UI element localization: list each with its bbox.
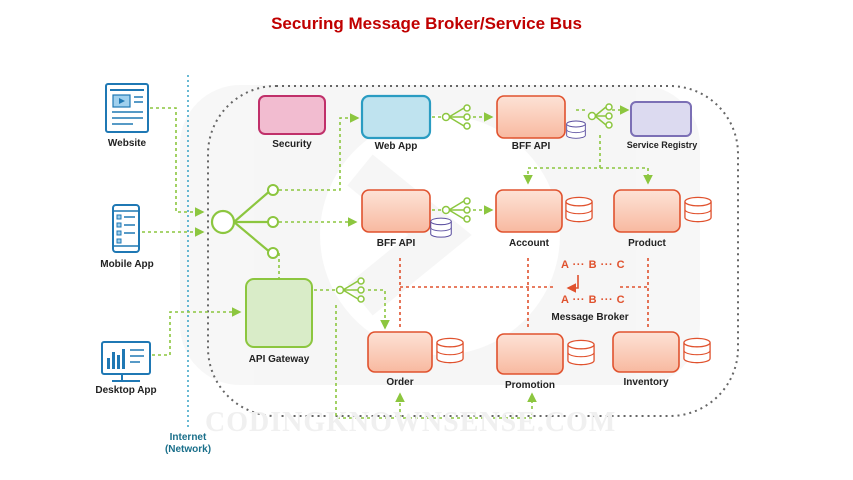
client-connections bbox=[142, 107, 242, 356]
fan-out-icon-gateway bbox=[335, 277, 365, 303]
order-box bbox=[367, 331, 433, 373]
inventory-label: Inventory bbox=[623, 377, 669, 388]
promotion-box bbox=[496, 333, 564, 375]
service-registry-box bbox=[630, 101, 692, 137]
web-app-box bbox=[360, 94, 432, 140]
product-box bbox=[613, 189, 681, 233]
page-title: Securing Message Broker/Service Bus bbox=[271, 14, 582, 33]
broker-arrow bbox=[566, 275, 579, 293]
desktop-app-label: Desktop App bbox=[95, 385, 157, 396]
bff-api-top-label: BFF API bbox=[511, 141, 551, 152]
account-box bbox=[495, 189, 563, 233]
inventory-db-icon bbox=[683, 337, 711, 364]
account-label: Account bbox=[509, 238, 549, 249]
broker-sequence-bottom: A ··· B ··· C bbox=[561, 294, 626, 306]
product-label: Product bbox=[628, 238, 666, 249]
security-box bbox=[258, 95, 326, 135]
inventory-box bbox=[612, 331, 680, 373]
bff-api-top-box bbox=[496, 95, 566, 139]
service-registry-label: Service Registry bbox=[626, 140, 698, 150]
mobile-app-icon bbox=[112, 204, 140, 253]
order-db-icon bbox=[436, 337, 464, 364]
web-app-label: Web App bbox=[374, 141, 418, 152]
product-db-icon bbox=[684, 196, 712, 223]
promotion-label: Promotion bbox=[505, 380, 555, 391]
network-label: (Network) bbox=[164, 444, 212, 455]
internet-network-label: Internet (Network) bbox=[165, 432, 211, 456]
website-icon bbox=[105, 83, 149, 133]
internal-network-boundary bbox=[207, 85, 739, 417]
bff-api-mid-label: BFF API bbox=[376, 238, 416, 249]
message-broker-routes bbox=[399, 258, 649, 330]
broker-sequence-top: A ··· B ··· C bbox=[561, 259, 626, 271]
account-db-icon bbox=[565, 196, 593, 223]
watermark: CODINGKNOWNSENSE.COM bbox=[205, 407, 617, 438]
api-gateway-label: API Gateway bbox=[248, 354, 310, 365]
order-label: Order bbox=[386, 377, 414, 388]
load-balancer-icon bbox=[210, 184, 279, 259]
bff-mid-db-icon bbox=[430, 217, 452, 238]
internet-label: Internet bbox=[169, 432, 207, 443]
fan-out-icon-registry bbox=[587, 103, 613, 129]
fan-out-icon-webapp bbox=[441, 104, 471, 130]
api-gateway-box bbox=[245, 278, 313, 348]
bff-api-mid-box bbox=[361, 189, 431, 233]
bff-top-db-icon bbox=[566, 120, 586, 139]
mobile-app-label: Mobile App bbox=[100, 259, 154, 270]
website-label: Website bbox=[107, 138, 147, 149]
desktop-app-icon bbox=[101, 341, 151, 382]
message-broker-label: Message Broker bbox=[551, 312, 629, 323]
internal-routes bbox=[278, 105, 653, 419]
fan-out-icon-bff bbox=[441, 197, 471, 223]
promotion-db-icon bbox=[567, 339, 595, 366]
security-label: Security bbox=[272, 139, 312, 150]
